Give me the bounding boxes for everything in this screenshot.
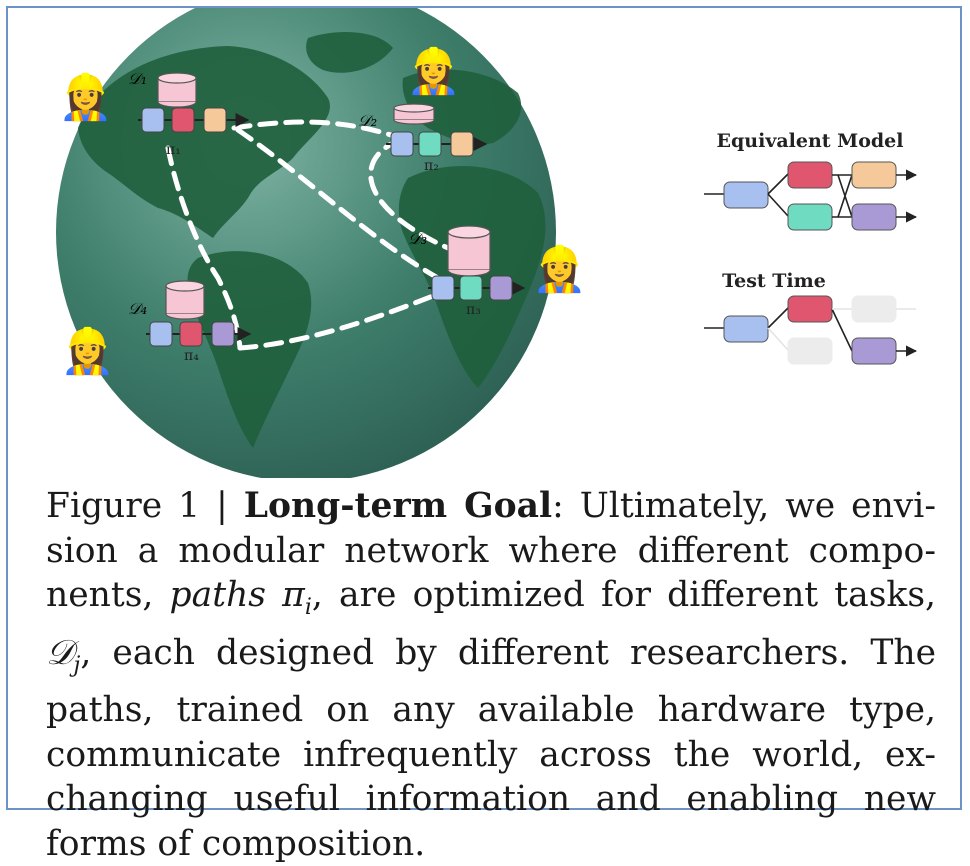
figure-illustration: 👷‍♀️ 𝒟₁ π₁ 👷‍♀️ 𝒟₂ — [56, 8, 918, 478]
path-pipeline-3 — [428, 275, 526, 301]
worker-3-icon: 👷‍♀️ — [532, 244, 587, 295]
dataset-cylinder-2 — [393, 103, 435, 125]
caption-pi-subscript: i — [304, 595, 312, 620]
north-america-land — [78, 46, 330, 238]
node-2: 👷‍♀️ 𝒟₂ π₂ — [358, 46, 488, 174]
europe-land — [402, 69, 522, 145]
caption-d-subscript: j — [73, 652, 81, 678]
caption-pi-symbol: π — [282, 575, 305, 615]
equivalent-model-title: Equivalent Model — [717, 130, 904, 152]
test-time-diagram: Test Time — [704, 270, 918, 365]
path-label-4: π₄ — [184, 348, 199, 364]
greenland-land — [306, 32, 393, 73]
figure-caption: Figure 1 | Long-term Goal: Ultimately, w… — [46, 484, 936, 866]
worker-2-icon: 👷‍♀️ — [406, 46, 461, 97]
communication-links — [165, 119, 451, 351]
equivalent-model-diagram: Equivalent Model — [704, 130, 918, 231]
dataset-label-1: 𝒟₁ — [128, 69, 147, 88]
caption-text-1: : Ultimately, we envi-sion a modular net… — [46, 486, 936, 615]
caption-d-symbol: 𝒟 — [46, 632, 74, 673]
caption-text-3: , each designed by different researchers… — [46, 632, 936, 864]
dataset-label-3: 𝒟₃ — [408, 229, 427, 248]
test-time-title: Test Time — [722, 270, 826, 292]
worker-4-icon: 👷‍♀️ — [60, 326, 115, 377]
dataset-cylinder-3 — [447, 225, 491, 277]
path-pipeline-1 — [138, 107, 250, 133]
worker-1-icon: 👷‍♀️ — [58, 72, 113, 123]
caption-paths-word: paths — [169, 575, 266, 615]
path-label-2: π₂ — [424, 158, 439, 174]
caption-title: Long-term Goal — [243, 486, 553, 526]
node-4: 👷‍♀️ 𝒟₄ π₄ — [60, 280, 252, 377]
figure-frame: 👷‍♀️ 𝒟₁ π₁ 👷‍♀️ 𝒟₂ — [6, 6, 962, 864]
node-3: 👷‍♀️ 𝒟₃ π₃ — [408, 225, 587, 318]
path-label-3: π₃ — [466, 302, 481, 318]
dataset-label-2: 𝒟₂ — [358, 111, 377, 130]
caption-prefix: Figure 1 | — [46, 486, 244, 526]
path-pipeline-2 — [386, 131, 488, 157]
path-pipeline-4 — [146, 321, 252, 347]
dataset-cylinder-1 — [157, 72, 197, 108]
dataset-label-4: 𝒟₄ — [128, 299, 147, 318]
dataset-cylinder-4 — [165, 280, 205, 320]
path-label-1: π₁ — [166, 142, 181, 158]
caption-text-2: , are optimized for different tasks, — [311, 575, 937, 615]
node-1: 👷‍♀️ 𝒟₁ π₁ — [58, 69, 250, 158]
